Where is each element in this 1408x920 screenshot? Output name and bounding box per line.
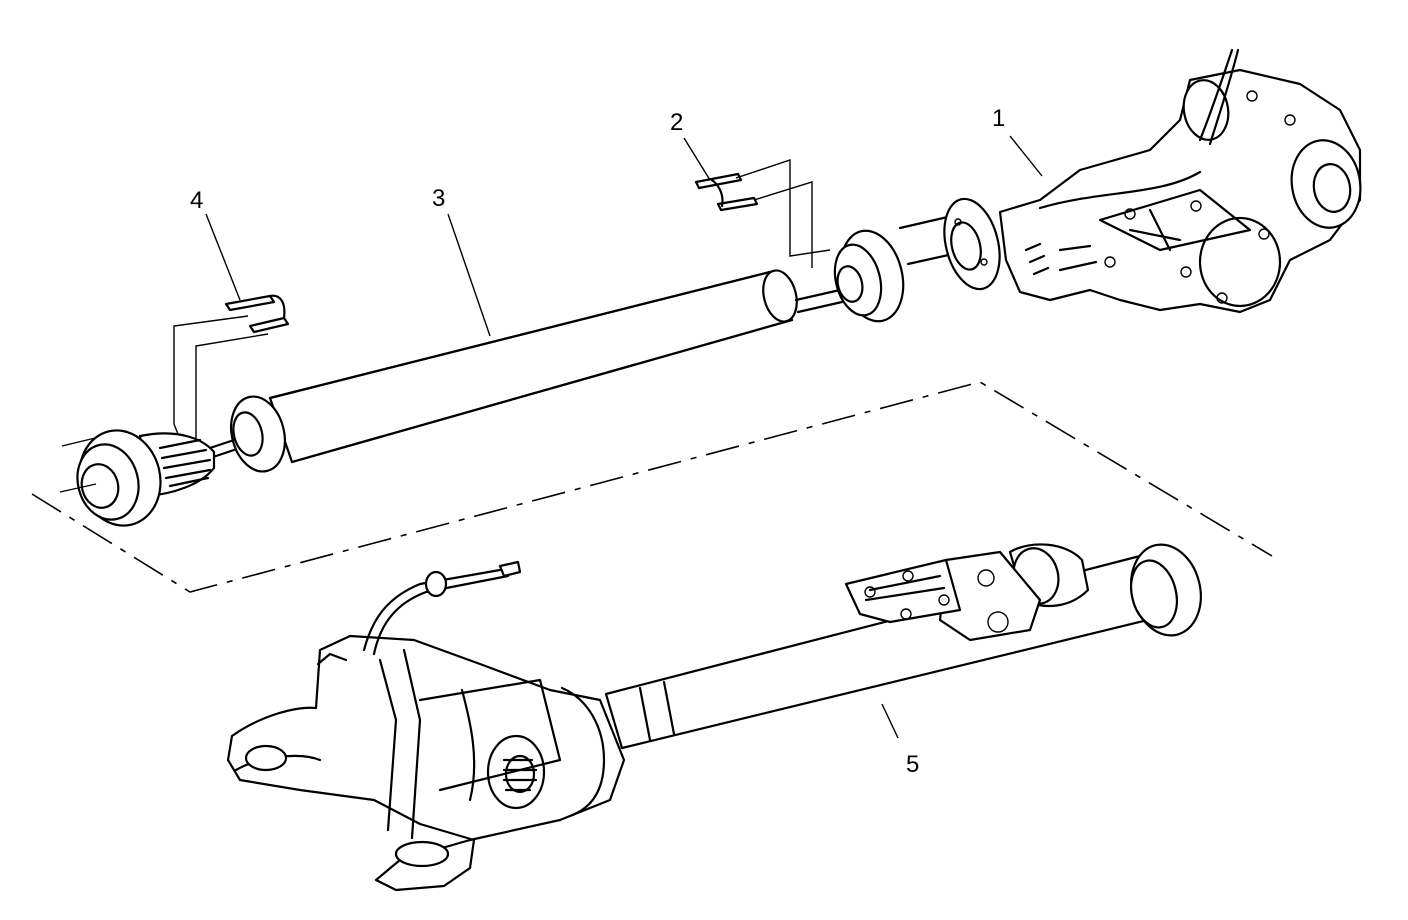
callout-3: 3 (432, 185, 445, 212)
callout-leaders (205, 135, 1043, 739)
leader-5 (881, 703, 899, 739)
leader-4 (205, 213, 241, 301)
assembly-outline (31, 381, 1273, 593)
leader-3 (447, 213, 491, 337)
callout-5: 5 (906, 751, 919, 778)
axle-housing (226, 560, 626, 892)
front-cv-joint (59, 429, 216, 527)
callout-4: 4 (190, 187, 203, 214)
propeller-shaft-tube (208, 269, 798, 473)
callout-labels: 1 2 3 4 5 (190, 105, 1005, 778)
axle-tube-assembly (604, 543, 1202, 750)
center-coupling (794, 197, 1001, 323)
cv-joint-bolts (173, 294, 290, 440)
leader-2 (683, 137, 711, 181)
coupling-bolts (694, 159, 831, 268)
callout-2: 2 (670, 109, 683, 136)
callout-1: 1 (992, 105, 1005, 132)
leader-1 (1009, 135, 1043, 177)
front-differential (998, 48, 1362, 314)
